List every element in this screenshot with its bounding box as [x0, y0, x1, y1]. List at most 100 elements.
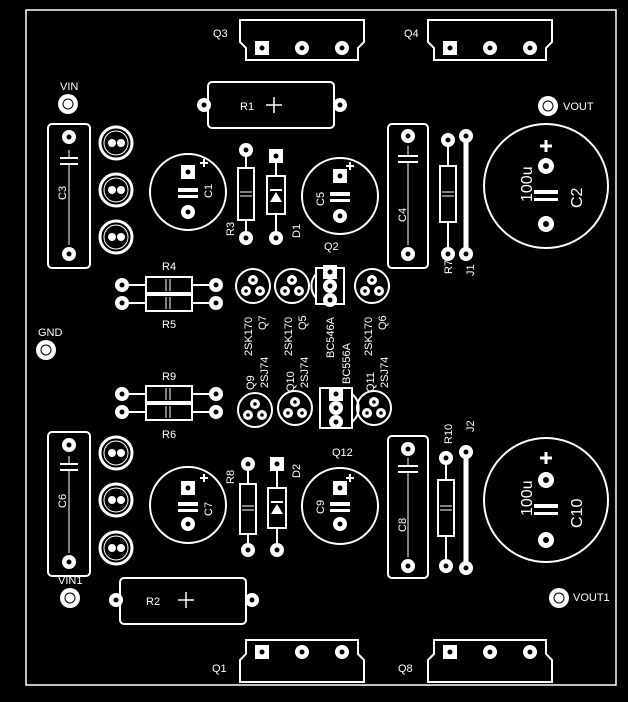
- resistor-r6: [115, 403, 223, 421]
- terminal-vin1: [60, 588, 80, 608]
- capacitor-c10: [483, 437, 609, 563]
- label-r1: R1: [240, 101, 254, 113]
- label-r5: R5: [162, 319, 176, 331]
- label-d1: D1: [291, 224, 303, 238]
- resistor-r3: [237, 143, 255, 245]
- resistor-r7: [439, 133, 457, 261]
- label-r3: R3: [225, 222, 237, 236]
- label-r7: R7: [443, 260, 455, 274]
- resistor-r2: [109, 577, 259, 625]
- label-2sj74-q10: 2SJ74: [299, 357, 311, 388]
- resistor-r8: [239, 457, 257, 557]
- resistor-r5: [115, 294, 223, 312]
- label-2sk170-q6: 2SK170: [363, 317, 375, 356]
- label-q5: Q5: [297, 315, 309, 330]
- transistor-q5: [274, 268, 310, 304]
- label-c3: C3: [57, 186, 69, 200]
- led-bottom-2: [98, 482, 134, 518]
- resistor-r1: [197, 81, 347, 129]
- label-c1: C1: [203, 184, 215, 198]
- led-top-1: [98, 125, 134, 161]
- label-c8: C8: [397, 518, 409, 532]
- resistor-r9: [115, 385, 223, 403]
- label-gnd: GND: [38, 327, 63, 339]
- led-top-2: [98, 172, 134, 208]
- label-2sk170-q7: 2SK170: [243, 317, 255, 356]
- resistor-r10: [437, 451, 455, 573]
- label-vout: VOUT: [563, 101, 594, 113]
- transistor-q2: [310, 265, 345, 307]
- capacitor-c5: [301, 157, 379, 235]
- capacitor-c1: [149, 153, 227, 231]
- label-bc546a: BC546A: [325, 316, 337, 358]
- label-j2: J2: [465, 420, 477, 432]
- label-r8: R8: [225, 470, 237, 484]
- label-q1-bottom: Q1: [212, 663, 227, 675]
- terminal-vout: [538, 96, 558, 116]
- jumper-j2: [459, 445, 473, 575]
- label-bc556a: BC556A: [341, 342, 353, 384]
- label-r2: R2: [146, 596, 160, 608]
- label-c4: C4: [397, 208, 409, 222]
- label-2sj74-q9: 2SJ74: [259, 357, 271, 388]
- transistor-q10: [277, 390, 313, 426]
- terminal-vin: [58, 94, 78, 114]
- capacitor-c8: [387, 435, 429, 579]
- capacitor-c9: [301, 467, 379, 545]
- capacitor-c3: [47, 123, 91, 269]
- transistor-q1: [239, 639, 365, 683]
- capacitor-c4: [387, 123, 429, 269]
- led-bottom-1: [98, 435, 134, 471]
- led-top-3: [98, 219, 134, 255]
- capacitor-c6: [47, 431, 91, 577]
- label-d2: D2: [291, 464, 303, 478]
- label-vin: VIN: [60, 81, 78, 93]
- label-r4: R4: [162, 261, 176, 273]
- capacitor-c7: [149, 466, 227, 544]
- label-2sk170-q5: 2SK170: [283, 317, 295, 356]
- label-2sj74-q11: 2SJ74: [379, 357, 391, 388]
- label-q11: Q11: [365, 372, 377, 392]
- label-vout1: VOUT1: [573, 592, 610, 604]
- label-q6: Q6: [377, 315, 389, 330]
- terminal-gnd: [36, 340, 56, 360]
- transistor-q6: [354, 268, 390, 304]
- label-j1: J1: [465, 264, 477, 276]
- label-q8-bottom: Q8: [398, 663, 413, 675]
- label-q3-top: Q3: [213, 28, 228, 40]
- label-q10: Q10: [285, 371, 297, 392]
- jumper-j1: [459, 129, 473, 261]
- transistor-q9: [237, 392, 273, 428]
- transistor-q12: [319, 387, 360, 429]
- board-outline: [25, 9, 617, 686]
- resistor-r4: [115, 276, 223, 294]
- label-q7: Q7: [257, 315, 269, 330]
- transistor-q11: [356, 390, 392, 426]
- label-c6: C6: [57, 494, 69, 508]
- label-q12: Q12: [332, 447, 353, 459]
- label-r9: R9: [162, 371, 176, 383]
- label-q9: Q9: [245, 375, 257, 390]
- label-r10: R10: [443, 424, 455, 444]
- capacitor-c2: [483, 123, 609, 249]
- label-vin1: VIN1: [58, 575, 82, 587]
- label-r6: R6: [162, 429, 176, 441]
- transistor-q7: [235, 268, 271, 304]
- label-c2: C2: [569, 187, 586, 208]
- label-c10-value: 100u: [519, 480, 536, 516]
- label-c2-value: 100u: [519, 166, 536, 202]
- label-c5: C5: [315, 192, 327, 206]
- terminal-vout1: [549, 588, 569, 608]
- label-c10: C10: [569, 499, 586, 528]
- diode-d1: [266, 149, 286, 245]
- transistor-q3: [239, 19, 365, 61]
- led-bottom-3: [98, 530, 134, 566]
- label-c7: C7: [203, 502, 215, 516]
- label-q2: Q2: [324, 241, 339, 253]
- label-c9: C9: [315, 500, 327, 514]
- transistor-q4: [427, 19, 553, 61]
- label-q4-top: Q4: [404, 28, 419, 40]
- transistor-q8: [427, 639, 553, 683]
- diode-d2: [267, 457, 287, 557]
